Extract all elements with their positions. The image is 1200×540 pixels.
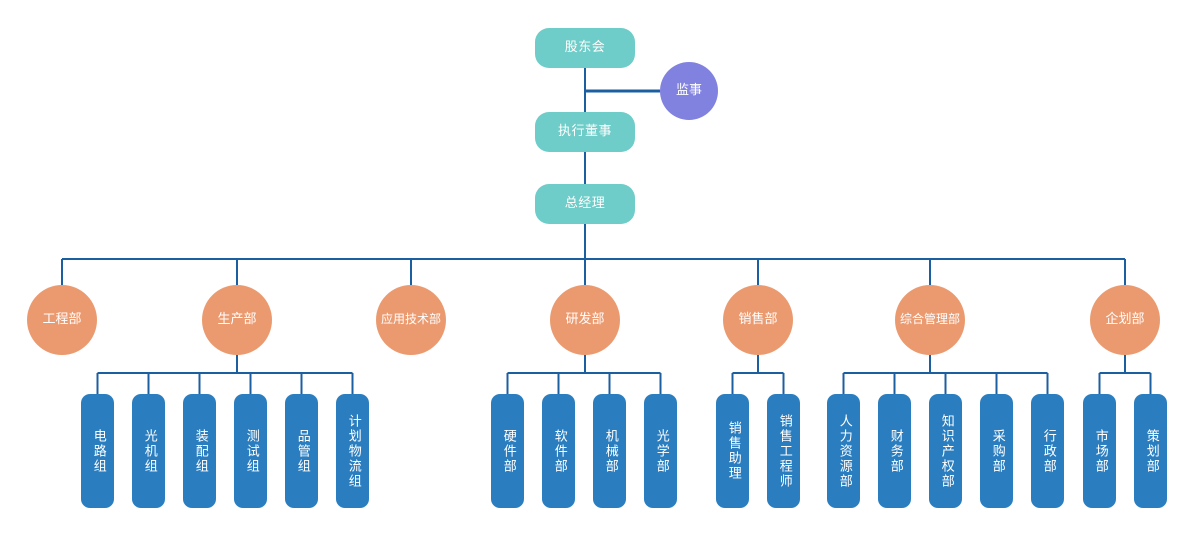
department-node-sales[interactable]: 销售部 [723, 285, 793, 355]
leaf-node-finance-dept-label: 财务部 [887, 428, 903, 474]
leaf-node-optics-dept[interactable]: 光学部 [644, 394, 677, 508]
leaf-node-administration-dept[interactable]: 行政部 [1031, 394, 1064, 508]
leaf-node-intellectual-property-dept-label: 知识产权部 [938, 413, 954, 489]
department-node-general-management[interactable]: 综合管理部 [895, 285, 965, 355]
leaf-node-mechanical-dept-label: 机械部 [602, 428, 618, 474]
leaf-node-intellectual-property-dept[interactable]: 知识产权部 [929, 394, 962, 508]
exec-node-general-manager-label: 总经理 [564, 195, 606, 211]
leaf-node-software-dept-label: 软件部 [551, 428, 567, 474]
leaf-node-procurement-dept-label: 采购部 [989, 428, 1005, 474]
leaf-node-procurement-dept[interactable]: 采购部 [980, 394, 1013, 508]
exec-node-shareholders-label: 股东会 [564, 39, 606, 55]
department-node-application-technology[interactable]: 应用技术部 [376, 285, 446, 355]
department-node-planning-label: 企划部 [1105, 311, 1145, 327]
leaf-node-finance-dept[interactable]: 财务部 [878, 394, 911, 508]
leaf-node-quality-group-label: 品管组 [294, 428, 310, 474]
supervisor-node[interactable]: 监事 [660, 62, 718, 120]
leaf-node-test-group[interactable]: 测试组 [234, 394, 267, 508]
department-node-sales-label: 销售部 [738, 311, 778, 327]
leaf-node-planning-logistics-group-label: 计划物流组 [345, 413, 361, 489]
leaf-node-market-dept[interactable]: 市场部 [1083, 394, 1116, 508]
department-node-engineering-label: 工程部 [42, 311, 82, 327]
department-node-planning[interactable]: 企划部 [1090, 285, 1160, 355]
leaf-node-software-dept[interactable]: 软件部 [542, 394, 575, 508]
leaf-node-assembly-group[interactable]: 装配组 [183, 394, 216, 508]
department-node-production[interactable]: 生产部 [202, 285, 272, 355]
leaf-node-optomech-group[interactable]: 光机组 [132, 394, 165, 508]
leaf-node-assembly-group-label: 装配组 [192, 428, 208, 474]
supervisor-node-label: 监事 [675, 82, 702, 98]
leaf-node-circuit-group-label: 电路组 [90, 428, 106, 474]
leaf-node-mechanical-dept[interactable]: 机械部 [593, 394, 626, 508]
leaf-node-quality-group[interactable]: 品管组 [285, 394, 318, 508]
exec-node-executive-director-label: 执行董事 [557, 123, 612, 139]
department-node-research-development-label: 研发部 [565, 311, 605, 327]
department-node-general-management-label: 综合管理部 [899, 312, 960, 327]
leaf-node-human-resources-dept[interactable]: 人力资源部 [827, 394, 860, 508]
leaf-node-hardware-dept[interactable]: 硬件部 [491, 394, 524, 508]
leaf-node-administration-dept-label: 行政部 [1040, 428, 1056, 474]
leaf-node-hardware-dept-label: 硬件部 [500, 428, 516, 474]
leaf-node-planning-logistics-group[interactable]: 计划物流组 [336, 394, 369, 508]
department-node-engineering[interactable]: 工程部 [27, 285, 97, 355]
leaf-node-human-resources-dept-label: 人力资源部 [836, 413, 852, 489]
exec-node-executive-director[interactable]: 执行董事 [535, 112, 635, 152]
leaf-node-optics-dept-label: 光学部 [653, 428, 669, 474]
leaf-node-sales-engineer[interactable]: 销售工程师 [767, 394, 800, 508]
leaf-node-test-group-label: 测试组 [243, 428, 259, 474]
department-node-research-development[interactable]: 研发部 [550, 285, 620, 355]
leaf-node-market-dept-label: 市场部 [1092, 428, 1108, 474]
exec-node-shareholders[interactable]: 股东会 [535, 28, 635, 68]
leaf-node-sales-engineer-label: 销售工程师 [776, 413, 792, 489]
leaf-node-strategy-dept-label: 策划部 [1143, 428, 1159, 474]
exec-node-general-manager[interactable]: 总经理 [535, 184, 635, 224]
leaf-node-sales-assistant[interactable]: 销售助理 [716, 394, 749, 508]
department-node-application-technology-label: 应用技术部 [380, 312, 441, 327]
department-node-production-label: 生产部 [217, 311, 257, 327]
leaf-node-strategy-dept[interactable]: 策划部 [1134, 394, 1167, 508]
leaf-node-sales-assistant-label: 销售助理 [725, 421, 741, 481]
leaf-node-circuit-group[interactable]: 电路组 [81, 394, 114, 508]
leaf-node-optomech-group-label: 光机组 [141, 428, 157, 474]
